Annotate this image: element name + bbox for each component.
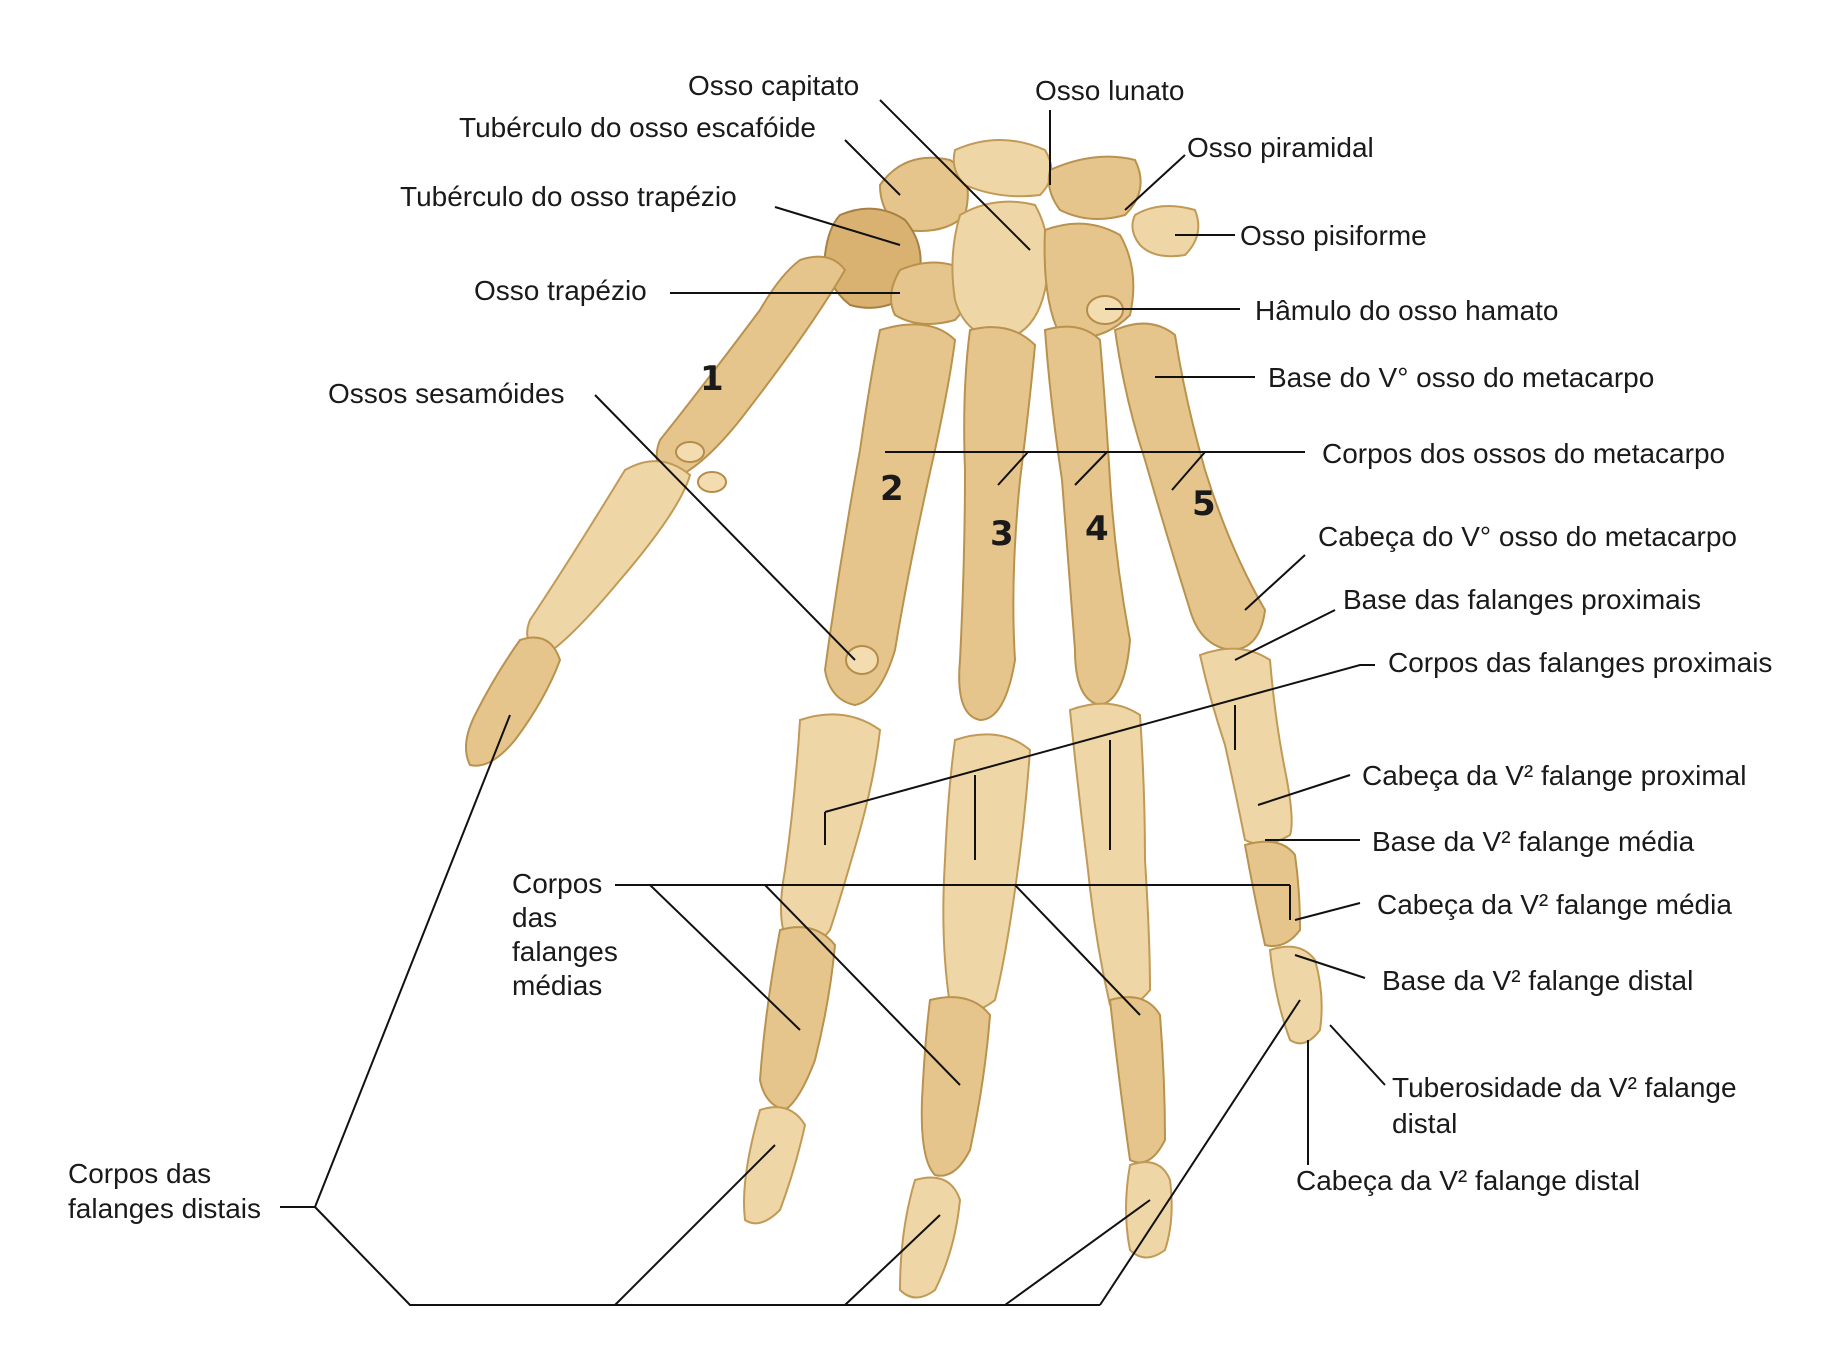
distal-phalanx-4 [1125, 1161, 1173, 1259]
metacarpal-4 [1043, 325, 1132, 707]
label-base-v-distal: Base da V² falange distal [1382, 965, 1693, 996]
leader-capitate [879, 99, 1031, 251]
digit-number-4: 4 [1085, 509, 1109, 549]
metacarpal-3 [958, 326, 1037, 722]
label-metacarpal-bodies: Corpos dos ossos do metacarpo [1322, 438, 1725, 469]
label-tuberosity-v-distal-1: Tuberosidade da V² falange [1392, 1072, 1737, 1103]
leader-distal-bodies [280, 714, 1301, 1306]
hand-bones [465, 139, 1323, 1299]
thumb-bones [465, 255, 847, 767]
sesamoid-index [845, 645, 879, 675]
label-middle-bodies-4: médias [512, 970, 602, 1001]
leader-tuberosity [1329, 1024, 1386, 1086]
label-middle-bodies-2: das [512, 902, 557, 933]
middle-phalanx-4 [1108, 996, 1167, 1164]
label-hamate-hook: Hâmulo do osso hamato [1255, 295, 1559, 326]
middle-phalanx-3 [920, 996, 992, 1177]
ring-finger-bones [1043, 325, 1173, 1259]
digit-number-1: 1 [700, 359, 724, 399]
label-base-v-middle: Base da V² falange média [1372, 826, 1695, 857]
distal-phalanx-5 [1268, 945, 1323, 1045]
label-base-v-metacarpal: Base do V° osso do metacarpo [1268, 362, 1654, 393]
labels: Osso capitato Osso lunato Tubérculo do o… [68, 70, 1772, 1224]
proximal-phalanx-4 [1068, 702, 1152, 1009]
label-lunate: Osso lunato [1035, 75, 1184, 106]
leader-metacarpal-3 [997, 451, 1029, 486]
leader-middle-bodies [615, 884, 1291, 1086]
little-finger-bones [1113, 322, 1323, 1045]
label-capitate: Osso capitato [688, 70, 859, 101]
leader-metacarpal-5 [1171, 451, 1206, 491]
digit-number-5: 5 [1192, 484, 1216, 524]
label-head-v-proximal: Cabeça da V² falange proximal [1362, 760, 1746, 791]
label-base-proximal-phalanges: Base das falanges proximais [1343, 584, 1701, 615]
proximal-phalanx-3 [942, 733, 1032, 1013]
leader-lines [280, 99, 1386, 1306]
label-trapezium: Osso trapézio [474, 275, 647, 306]
digit-number-2: 2 [880, 469, 904, 509]
label-head-v-middle: Cabeça da V² falange média [1377, 889, 1732, 920]
leader-head-v-proximal [1257, 774, 1351, 806]
distal-phalanx-3 [898, 1176, 962, 1299]
digit-number-3: 3 [990, 514, 1014, 554]
label-distal-bodies-2: falanges distais [68, 1193, 261, 1224]
label-middle-bodies-3: falanges [512, 936, 618, 967]
leader-sesamoids [594, 394, 856, 661]
distal-phalanx-2 [743, 1106, 807, 1225]
sesamoid-1 [675, 441, 705, 463]
hamate-bone [1043, 222, 1135, 339]
label-proximal-phalanges-bodies: Corpos das falanges proximais [1388, 647, 1772, 678]
leader-scaphoid-tubercle [844, 139, 901, 196]
middle-finger-bones [898, 326, 1037, 1299]
triquetrum-bone [1047, 155, 1142, 220]
leader-proximal-bodies [824, 664, 1375, 860]
label-head-v-metacarpal: Cabeça do V° osso do metacarpo [1318, 521, 1737, 552]
leader-head-v-metacarpal [1244, 554, 1306, 611]
leader-head-v-middle [1294, 902, 1361, 921]
label-scaphoid-tubercle: Tubérculo do osso escafóide [459, 112, 816, 143]
proximal-phalanx-5 [1198, 647, 1293, 845]
metacarpal-5 [1113, 322, 1267, 652]
distal-phalanx-1 [465, 636, 562, 767]
middle-phalanx-2 [758, 926, 837, 1112]
proximal-phalanx-2 [780, 713, 882, 947]
leader-metacarpal-4 [1074, 451, 1108, 486]
sesamoid-2 [697, 471, 727, 493]
capitate-bone [951, 200, 1050, 342]
leader-base-v-distal [1294, 954, 1366, 979]
leader-base-proximal [1234, 609, 1336, 661]
index-bones [743, 323, 957, 1225]
metacarpal-2 [823, 323, 957, 707]
label-sesamoids: Ossos sesamóides [328, 378, 565, 409]
leader-triquetrum [1124, 154, 1186, 211]
trapezoid-bone [890, 261, 970, 325]
label-distal-bodies-1: Corpos das [68, 1158, 211, 1189]
pisiform-bone [1131, 205, 1200, 258]
label-trapezium-tubercle: Tubérculo do osso trapézio [400, 181, 737, 212]
digit-numbers: 1 2 3 4 5 [700, 359, 1216, 554]
label-tuberosity-v-distal-2: distal [1392, 1108, 1457, 1139]
middle-phalanx-5 [1243, 840, 1302, 947]
label-head-v-distal: Cabeça da V² falange distal [1296, 1165, 1640, 1196]
proximal-phalanx-1 [526, 460, 692, 657]
label-triquetrum: Osso piramidal [1187, 132, 1374, 163]
label-middle-bodies-1: Corpos [512, 868, 602, 899]
label-pisiform: Osso pisiforme [1240, 220, 1427, 251]
leader-trapezium-tubercle [774, 206, 901, 246]
